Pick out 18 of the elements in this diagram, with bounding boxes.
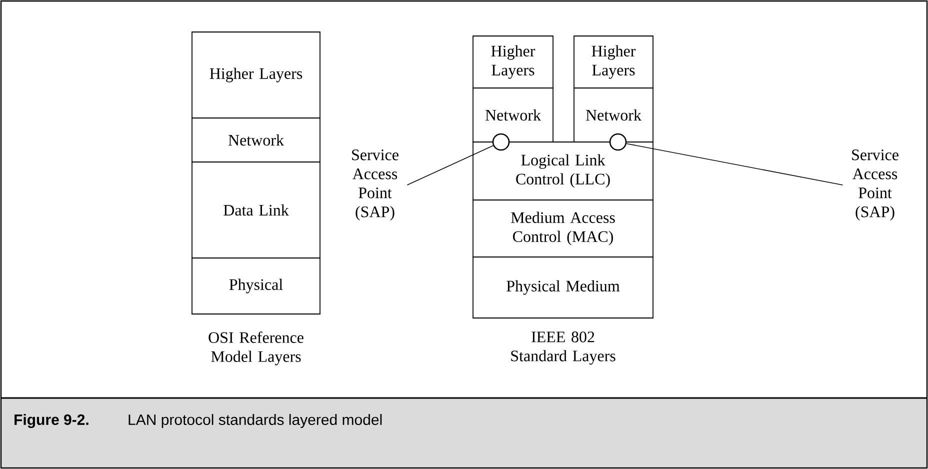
layer-box: Network bbox=[192, 118, 320, 162]
callout-text: Service Access Point (SAP) bbox=[352, 150, 398, 220]
layer-box: Physical bbox=[192, 258, 320, 314]
callout-text: Service Access Point (SAP) bbox=[852, 150, 898, 220]
layer-box: Higher Layers bbox=[574, 36, 654, 88]
layer-box: Network bbox=[574, 88, 654, 142]
leader-line bbox=[626, 143, 844, 186]
stack-caption: OSI Reference Model Layers bbox=[208, 332, 304, 366]
layer-box: Medium Access Control (MAC) bbox=[472, 200, 654, 258]
figure-caption: LAN protocol standards layered model bbox=[128, 414, 382, 428]
layer-box: Physical Medium bbox=[472, 256, 654, 318]
figure-number: Figure 9-2. bbox=[14, 414, 88, 428]
layer-box: Higher Layers bbox=[472, 36, 554, 88]
access-point-circle bbox=[492, 133, 510, 151]
layer-box: Network bbox=[472, 88, 554, 142]
layer-box: Higher Layers bbox=[192, 32, 320, 118]
access-point-circle bbox=[609, 133, 627, 151]
leader-line bbox=[406, 145, 494, 186]
